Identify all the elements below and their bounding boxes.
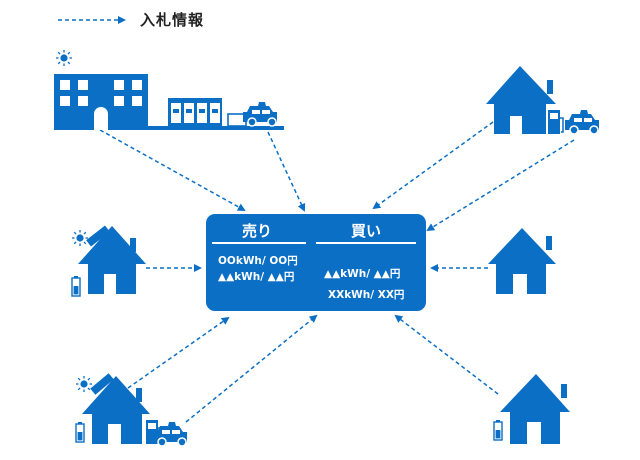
house-with-battery xyxy=(493,374,570,444)
buy-row-1: ▲▲kWh/ ▲▲円 xyxy=(324,268,401,280)
buy-header: 買い xyxy=(350,222,381,240)
arrow-house-ev-to-market-2 xyxy=(426,139,575,232)
arrow-solar-ev-house-to-market-2 xyxy=(185,314,318,423)
buy-row-2: XXkWh/ XX円 xyxy=(328,289,405,301)
arrow-house-ev-to-market xyxy=(372,121,494,210)
legend-label: 入札情報 xyxy=(140,11,205,29)
sell-divider xyxy=(212,242,306,244)
market-board: 売り OOkWh/ OO円 ▲▲kWh/ ▲▲円 買い ▲▲kWh/ ▲▲円 X… xyxy=(206,214,426,311)
arrow-building-to-market xyxy=(99,129,246,211)
building-with-solar-and-chargers xyxy=(54,49,284,130)
house-with-ev xyxy=(486,66,600,135)
house xyxy=(488,228,556,294)
sell-header: 売り xyxy=(241,222,272,240)
arrow-building-to-market-2 xyxy=(267,131,306,212)
house-with-solar-and-battery xyxy=(71,225,146,297)
sell-row-2: ▲▲kWh/ ▲▲円 xyxy=(218,271,295,283)
sell-row-1: OOkWh/ OO円 xyxy=(218,255,298,267)
house-with-solar-battery-and-ev xyxy=(75,373,188,447)
arrow-solar-ev-house-to-market xyxy=(127,316,230,389)
arrow-battery-house-to-market xyxy=(394,314,499,395)
buy-divider xyxy=(316,242,416,244)
